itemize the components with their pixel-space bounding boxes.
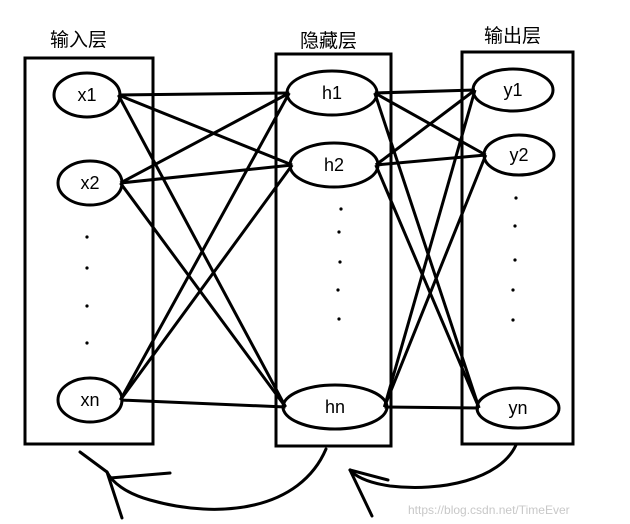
connection-hn-y2 <box>383 154 488 408</box>
node-xn-label: xn <box>80 390 99 410</box>
node-yn-label: yn <box>508 398 527 418</box>
connection-x1-h2 <box>117 93 293 167</box>
arrow-head-hidden-b <box>348 468 390 482</box>
node-x2-ellipse <box>56 159 124 207</box>
hidden-layer-box <box>274 52 393 448</box>
node-yn: yn <box>475 386 561 430</box>
output-layer-title: 输出层 <box>484 25 541 47</box>
hidden-ellipsis-dots <box>336 207 343 321</box>
input-layer-box <box>23 56 155 446</box>
node-hn-ellipse <box>281 383 389 431</box>
node-h2-ellipse <box>288 141 380 189</box>
nodes-group: x1 x2 xn h1 h2 hn y1 y2 yn <box>52 67 561 431</box>
backprop-arrows <box>78 443 518 520</box>
connection-xn-h2 <box>119 164 294 401</box>
connection-xn-h1 <box>119 92 291 401</box>
connection-x2-h2 <box>120 163 293 185</box>
arrow-head-input-a <box>105 470 124 520</box>
connection-h2-y1 <box>374 88 476 167</box>
node-y2-ellipse <box>482 133 556 177</box>
hidden-layer-title: 隐藏层 <box>300 30 357 52</box>
node-yn-ellipse <box>475 386 561 430</box>
arrow-head-input-c <box>108 471 172 480</box>
connections-group <box>117 88 488 410</box>
node-y1-label: y1 <box>503 80 522 100</box>
node-y2-label: y2 <box>509 145 528 165</box>
arrow-head-hidden-a <box>348 468 374 518</box>
node-hn: hn <box>281 383 389 431</box>
node-y1: y1 <box>471 67 555 113</box>
connection-hn-yn <box>384 405 480 410</box>
connection-h2-yn <box>374 164 481 409</box>
backprop-arrow-hidden-to-input <box>105 447 328 511</box>
node-x1-label: x1 <box>77 85 96 105</box>
connection-h1-y1 <box>374 88 476 95</box>
connection-h2-y2 <box>375 153 486 167</box>
input-layer-title: 输入层 <box>50 29 107 51</box>
node-x1-ellipse <box>52 71 122 119</box>
arrow-head-input-b <box>78 450 109 474</box>
node-h1-ellipse <box>285 69 379 117</box>
node-h2: h2 <box>288 141 380 189</box>
node-h1-label: h1 <box>322 83 342 103</box>
node-x2: x2 <box>56 159 124 207</box>
backprop-arrow-output-to-hidden <box>348 443 518 489</box>
node-h2-label: h2 <box>324 155 344 175</box>
connection-x1-h1 <box>118 91 290 97</box>
node-y1-ellipse <box>471 67 555 113</box>
node-xn: xn <box>56 376 124 424</box>
node-y2: y2 <box>482 133 556 177</box>
output-layer-box <box>460 50 575 446</box>
node-x1: x1 <box>52 71 122 119</box>
connection-xn-hn <box>120 398 286 409</box>
node-x2-label: x2 <box>80 173 99 193</box>
input-ellipsis-dots <box>85 235 89 345</box>
output-ellipsis-dots <box>511 196 518 322</box>
connection-hn-y1 <box>382 89 477 408</box>
connection-x2-h1 <box>119 91 290 185</box>
node-h1: h1 <box>285 69 379 117</box>
node-xn-ellipse <box>56 376 124 424</box>
connection-h1-yn <box>373 92 481 409</box>
connection-x2-hn <box>119 182 287 408</box>
watermark-text: https://blog.csdn.net/TimeEver <box>408 503 570 517</box>
node-hn-label: hn <box>325 397 345 417</box>
